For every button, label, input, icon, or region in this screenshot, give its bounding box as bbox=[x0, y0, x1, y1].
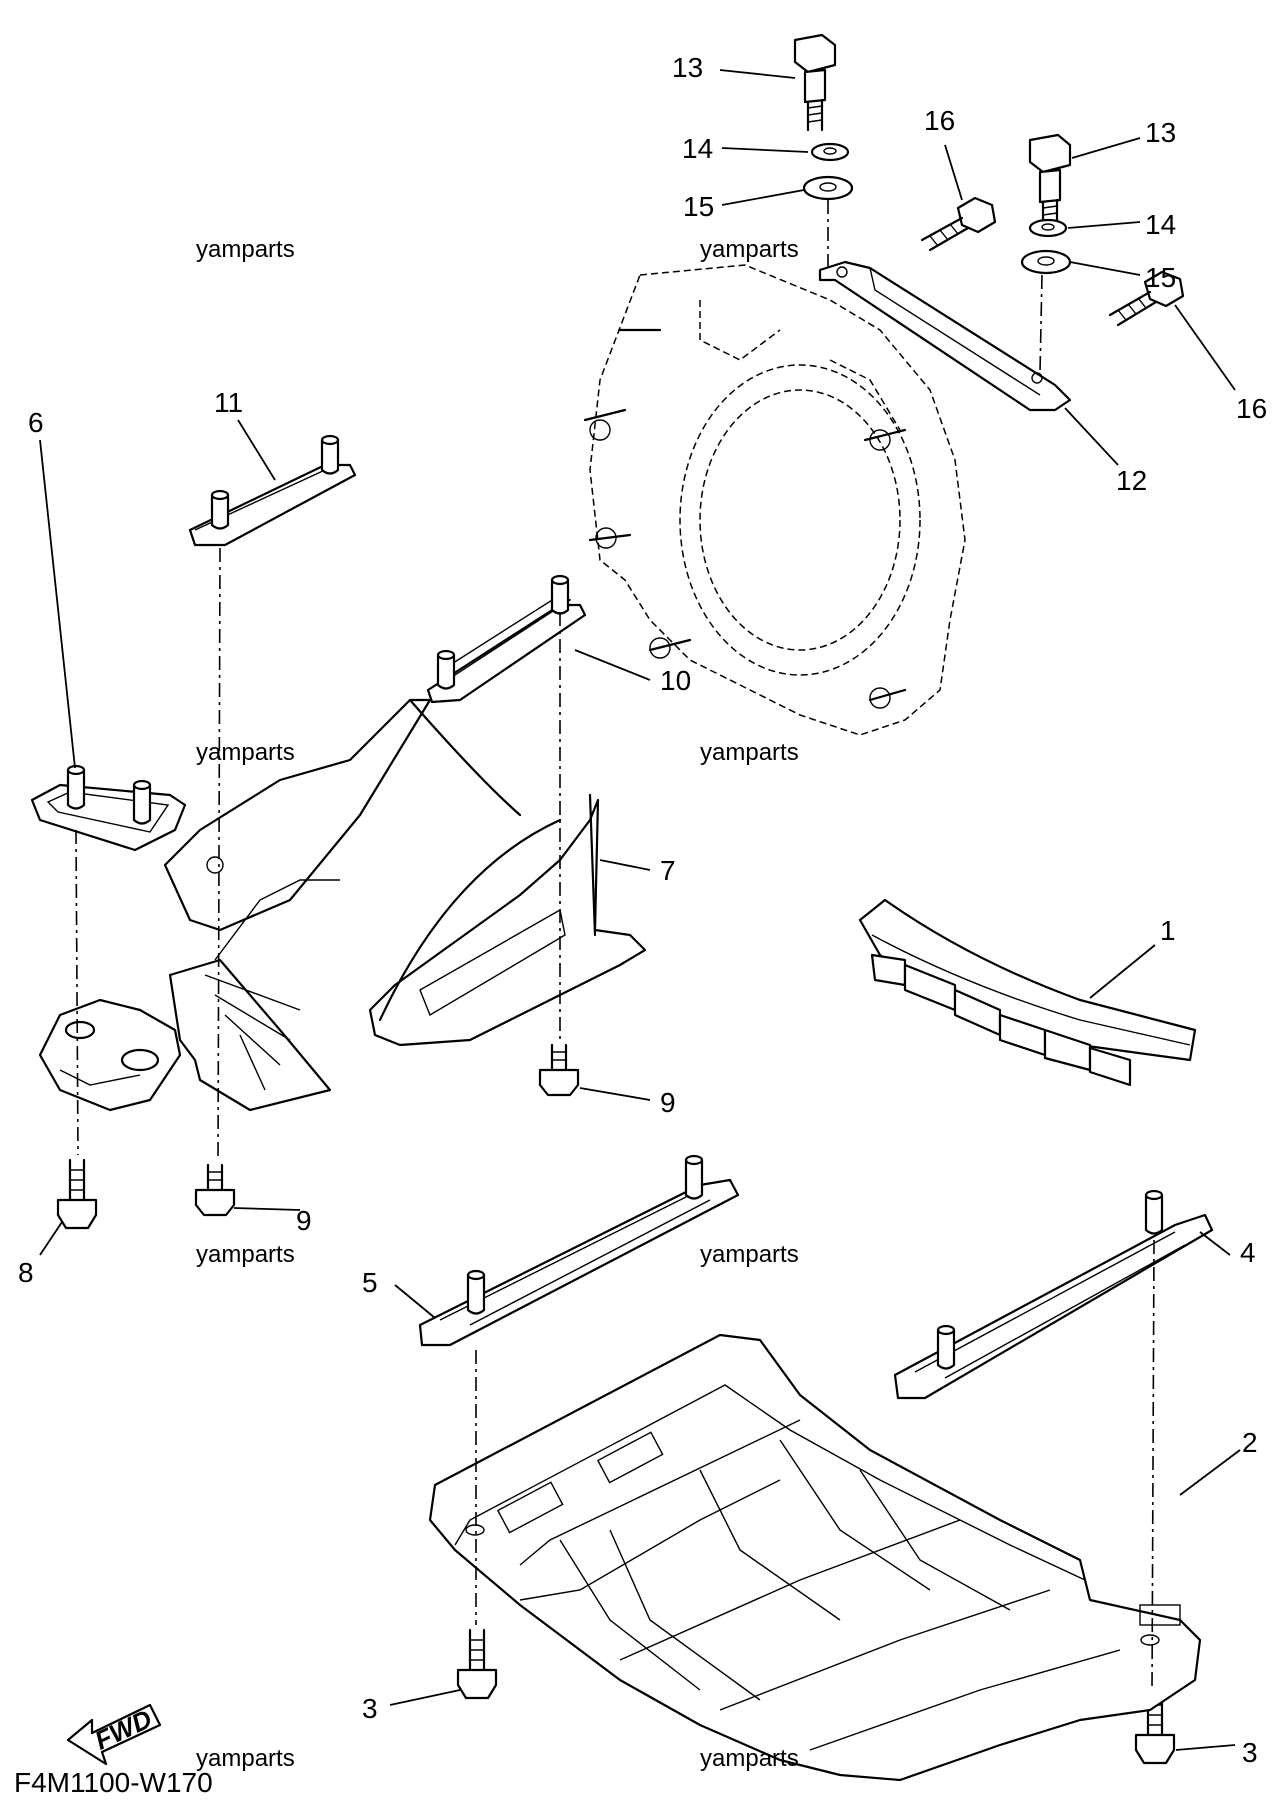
assembly-lines bbox=[75, 547, 1155, 1691]
part-14-washer-left bbox=[810, 142, 850, 162]
watermark: yamparts bbox=[196, 236, 295, 263]
engine-mount-ghost bbox=[583, 264, 966, 736]
part-10-pad bbox=[426, 574, 587, 704]
watermark: yamparts bbox=[700, 1745, 799, 1772]
callout-10: 10 bbox=[660, 665, 691, 696]
callout-2: 2 bbox=[1242, 1427, 1258, 1458]
watermark: yamparts bbox=[700, 1241, 799, 1268]
callout-6: 6 bbox=[28, 407, 44, 438]
callout-14-right: 14 bbox=[1145, 209, 1176, 240]
callout-9-right: 9 bbox=[660, 1087, 676, 1118]
part-9-screw-left bbox=[194, 1163, 236, 1217]
callout-14-left: 14 bbox=[682, 133, 713, 164]
part-13-bolt-right bbox=[1028, 133, 1072, 230]
callout-3-right: 3 bbox=[1242, 1737, 1258, 1768]
callout-13-right: 13 bbox=[1145, 117, 1176, 148]
part-12-bracket bbox=[818, 260, 1072, 412]
part-15-washer-left bbox=[802, 175, 854, 201]
part-4-rail bbox=[893, 1189, 1214, 1400]
callout-12: 12 bbox=[1116, 465, 1147, 496]
callout-11: 11 bbox=[214, 387, 243, 418]
watermark: yamparts bbox=[196, 1241, 295, 1268]
callout-5: 5 bbox=[362, 1267, 378, 1298]
part-1-foam bbox=[858, 898, 1197, 1087]
callout-9-left: 9 bbox=[296, 1205, 312, 1236]
callout-1: 1 bbox=[1160, 915, 1176, 946]
part-16-bolt-lower bbox=[1108, 270, 1185, 327]
part-9-screw-right bbox=[538, 1043, 580, 1097]
callout-15-right: 15 bbox=[1145, 262, 1176, 293]
callout-4: 4 bbox=[1240, 1237, 1256, 1268]
callouts: 13 14 15 16 13 14 15 16 12 11 10 6 7 1 9… bbox=[18, 52, 1267, 1768]
part-13-bolt-left bbox=[793, 33, 837, 132]
part-2-platform bbox=[428, 1333, 1202, 1782]
callout-8: 8 bbox=[18, 1257, 34, 1288]
part-5-rail bbox=[418, 1154, 740, 1347]
callout-16-lower: 16 bbox=[1236, 393, 1267, 424]
part-7-intake-cover bbox=[163, 698, 647, 1112]
part-3-screw-left bbox=[456, 1628, 498, 1700]
part-3-screw-right bbox=[1134, 1693, 1176, 1765]
leader-lines bbox=[39, 69, 1241, 1751]
callout-15-left: 15 bbox=[683, 191, 714, 222]
part-8-mount bbox=[38, 998, 182, 1112]
part-8-screw bbox=[56, 1158, 98, 1230]
callout-16-upper: 16 bbox=[924, 105, 955, 136]
watermarks: yamparts yamparts yamparts yamparts yamp… bbox=[196, 236, 799, 1772]
callout-7: 7 bbox=[660, 855, 676, 886]
part-11-pad bbox=[188, 434, 357, 547]
callout-13-left: 13 bbox=[672, 52, 703, 83]
part-15-washer-right bbox=[1020, 249, 1072, 275]
part-14-washer-right bbox=[1028, 218, 1068, 238]
callout-3-left: 3 bbox=[362, 1693, 378, 1724]
part-16-bolt-upper bbox=[920, 196, 997, 252]
fwd-arrow-icon: FWD bbox=[66, 1703, 162, 1766]
watermark: yamparts bbox=[700, 236, 799, 263]
part-6-pad bbox=[30, 764, 187, 852]
watermark: yamparts bbox=[196, 1745, 295, 1772]
fwd-label: FWD bbox=[90, 1703, 157, 1755]
watermark: yamparts bbox=[700, 739, 799, 766]
diagram-code: F4M1100-W170 bbox=[14, 1767, 213, 1798]
watermark: yamparts bbox=[196, 739, 295, 766]
